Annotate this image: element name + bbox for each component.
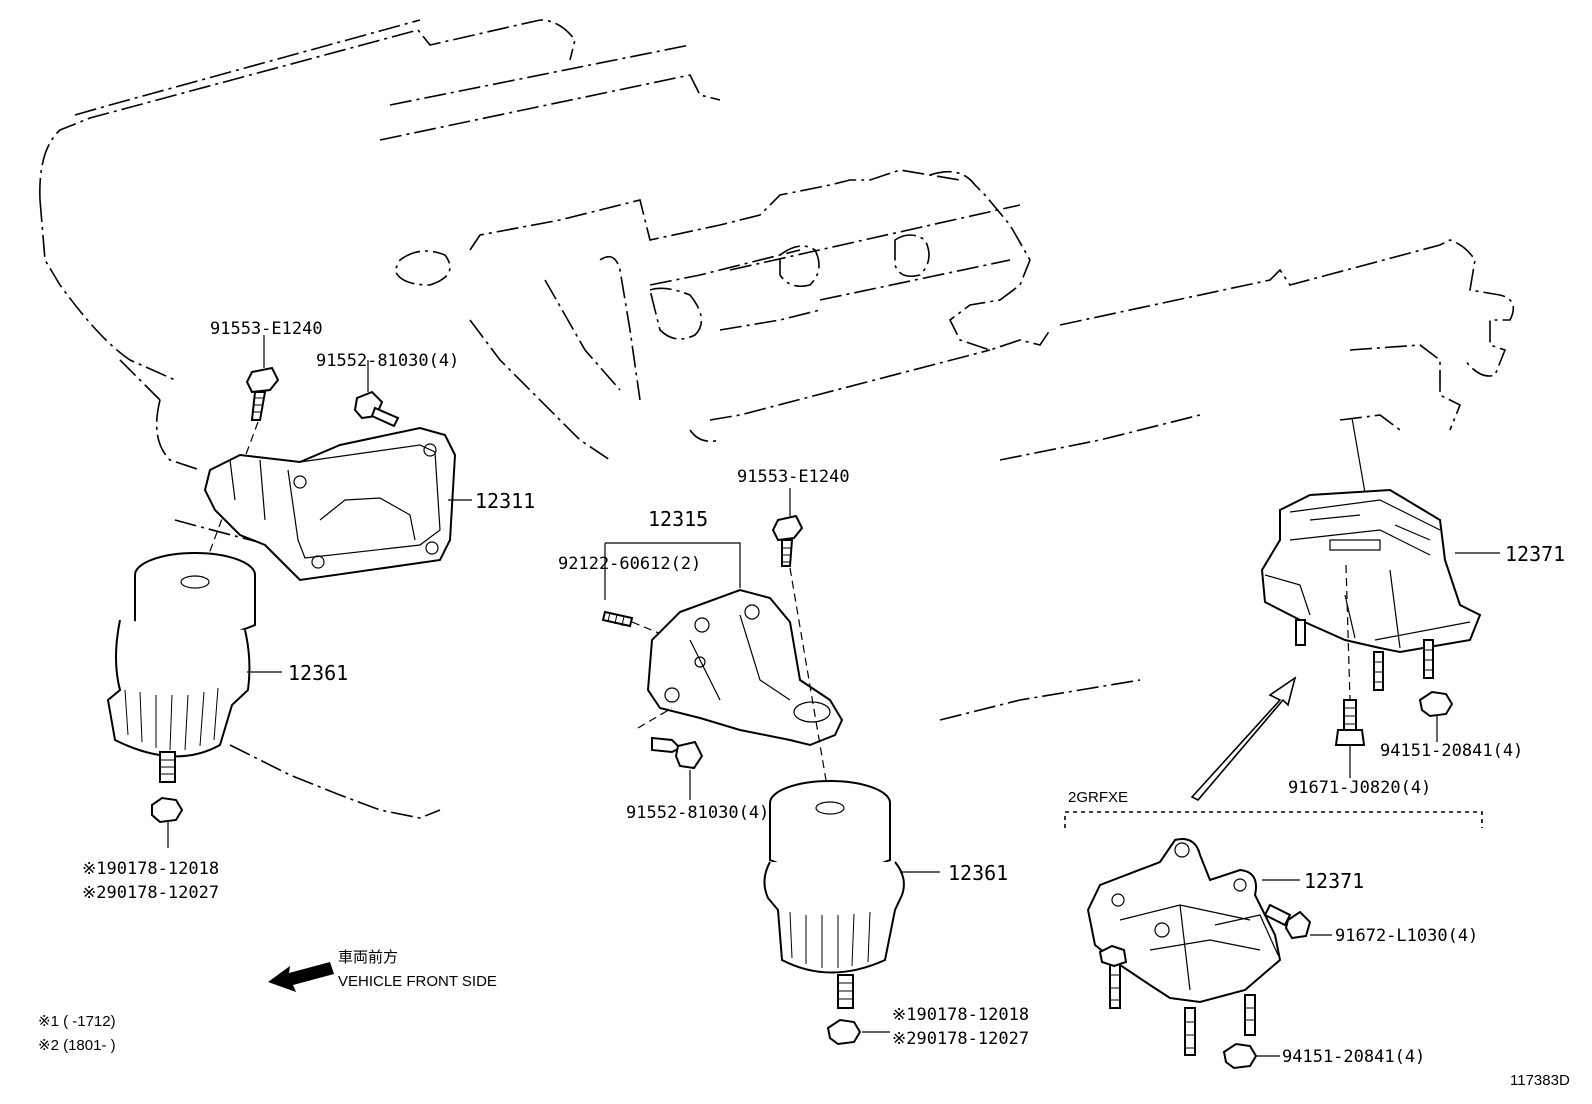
bracket-12315 [646, 588, 844, 747]
label-variant-mount: 12371 [1304, 869, 1364, 893]
variant-studs [1098, 944, 1256, 1056]
figure-id: 117383D [1510, 1072, 1570, 1089]
center-line [789, 567, 829, 793]
nut-center [826, 1018, 862, 1046]
label-stud-center: 92122-60612(2) [558, 554, 701, 574]
label-front-en: VEHICLE FRONT SIDE [338, 973, 497, 990]
label-insulator-center: 12361 [948, 861, 1008, 885]
bolt-91552-center [651, 736, 704, 770]
label-nut-left-2: ※290178-12027 [82, 883, 219, 903]
bracket-12315-callout [604, 542, 741, 600]
variant-bracket [1064, 811, 1483, 828]
note-2: ※2 (1801- ) [38, 1037, 116, 1054]
insulator-12361-left [106, 552, 256, 783]
center-line [637, 707, 673, 729]
label-rear-bolt: 91671-J0820(4) [1288, 778, 1431, 798]
bolt-91671 [1334, 699, 1366, 746]
nut-left [151, 796, 184, 824]
label-bolt-left-top: 91553-E1240 [210, 319, 323, 339]
engine-outline [39, 19, 1515, 819]
bolt-91553-left [245, 366, 280, 421]
label-bolt-center-top: 91553-E1240 [737, 467, 850, 487]
label-nut-center-1: ※190178-12018 [892, 1005, 1029, 1025]
label-rear-mount: 12371 [1505, 542, 1565, 566]
note-1: ※1 ( -1712) [38, 1013, 116, 1030]
front-arrow-icon [268, 962, 334, 992]
label-bracket-center: 12315 [648, 507, 708, 531]
label-nut-center-2: ※290178-12027 [892, 1029, 1029, 1049]
label-variant-bolt: 91672-L1030(4) [1335, 926, 1478, 946]
label-variant-engine: 2GRFXE [1068, 789, 1128, 806]
label-bolt-center-set: 91552-81030(4) [626, 803, 769, 823]
center-line [1345, 564, 1351, 701]
insulator-12361-center [763, 780, 905, 1009]
nut-94151-rear [1418, 690, 1454, 718]
bolt-91552-left [353, 390, 400, 428]
rear-mount-12371 [1260, 488, 1482, 654]
variant-nut-94151 [1222, 1042, 1258, 1070]
label-insulator-left: 12361 [288, 661, 348, 685]
rear-mount-studs [1295, 619, 1434, 691]
label-variant-nut: 94151-20841(4) [1282, 1047, 1425, 1067]
label-nut-left-1: ※190178-12018 [82, 859, 219, 879]
bracket-12311 [203, 426, 457, 582]
variant-arrow [1190, 676, 1297, 801]
label-rear-nut: 94151-20841(4) [1380, 741, 1523, 761]
label-bracket-left: 12311 [475, 489, 535, 513]
variant-bolt-91672 [1263, 903, 1312, 940]
stud-92122 [601, 610, 634, 628]
label-bolt-left-set: 91552-81030(4) [316, 351, 459, 371]
bolt-91553-center [771, 514, 804, 567]
label-front-jp: 車両前方 [338, 949, 398, 966]
variant-mount-12371 [1086, 838, 1282, 1004]
